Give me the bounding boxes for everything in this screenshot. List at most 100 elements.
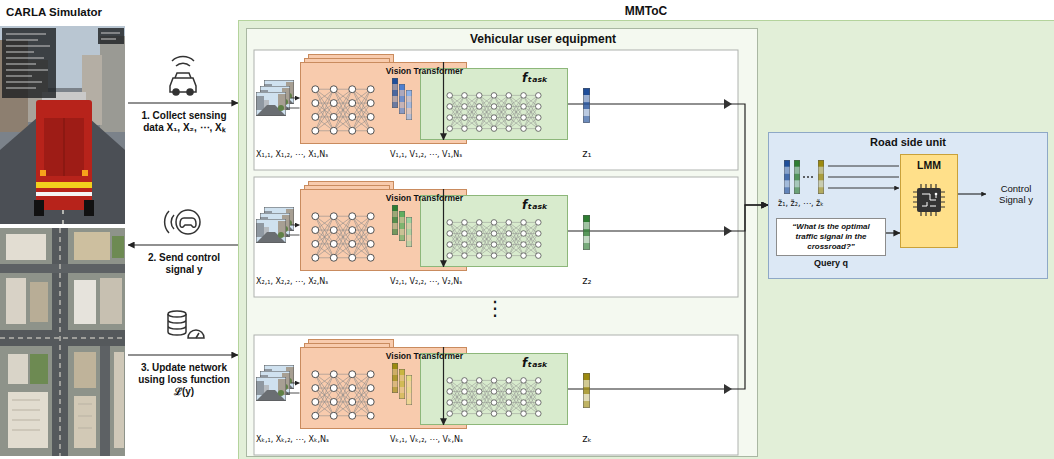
carla-screenshot xyxy=(98,28,124,44)
node-text: fₜₐₛₖ xyxy=(421,196,567,212)
connector xyxy=(443,347,444,425)
carla-screenshot xyxy=(42,92,86,106)
node-text: “What is the optimal traffic signal in t… xyxy=(776,218,886,256)
connector xyxy=(128,354,238,355)
chip-icon xyxy=(958,193,986,194)
chip-icon xyxy=(935,193,938,196)
row-panel xyxy=(254,50,738,455)
carla-map xyxy=(0,264,125,273)
link-icon xyxy=(173,89,179,95)
label: z̃₁, z̃₂, ⋯, z̃ₖ xyxy=(778,199,824,208)
chip-icon xyxy=(922,194,936,206)
query-box: “What is the optimal traffic signal in t… xyxy=(776,218,886,268)
carla-screenshot xyxy=(0,110,125,224)
link-icon xyxy=(196,333,199,338)
carla-map xyxy=(100,278,122,324)
node-text: MMToC xyxy=(238,0,1054,18)
carla-map xyxy=(74,232,110,260)
feature-vector xyxy=(406,217,412,247)
carla-map xyxy=(114,352,124,448)
carla-map xyxy=(74,352,96,388)
feature-vector xyxy=(406,375,412,405)
rsu-input-vectors xyxy=(807,176,809,178)
carla-map xyxy=(30,354,48,384)
label: Control Signal y xyxy=(988,183,1044,205)
feature-vector xyxy=(392,78,398,108)
carla-screenshot xyxy=(101,33,120,39)
link-icon xyxy=(165,57,204,338)
rsu-input-vectors xyxy=(784,160,899,194)
carla-screenshot xyxy=(34,200,44,216)
carla-screenshot xyxy=(36,182,92,188)
link-icon xyxy=(165,211,174,233)
link-icon xyxy=(176,210,200,234)
link-icon xyxy=(187,89,193,95)
row-panel xyxy=(254,335,738,455)
label: X₂,₁, X₂,₂, ⋯, X₂,Nₛ xyxy=(256,277,328,286)
carla-map xyxy=(6,278,26,324)
carla-screenshot xyxy=(64,118,65,176)
row-illustration xyxy=(256,80,732,134)
carla-map xyxy=(0,228,125,456)
label: V₁,₁, V₁,₂, ⋯, V₁,Nₛ xyxy=(390,150,462,159)
node-text: Vision Transformer xyxy=(301,63,466,76)
connector xyxy=(128,102,238,103)
carla-screenshot xyxy=(82,170,88,176)
rsu-input-vectors xyxy=(828,166,899,188)
feature-vector xyxy=(392,363,398,393)
connector xyxy=(568,205,768,231)
carla-map xyxy=(8,392,48,448)
node-text: Road side unit xyxy=(768,132,1048,148)
connector xyxy=(568,205,768,389)
link-icon xyxy=(180,218,196,227)
rsu-input-vectors xyxy=(784,160,790,194)
carla-screenshot xyxy=(62,112,64,224)
carla-map xyxy=(12,400,92,430)
connector xyxy=(443,189,444,267)
carla-map xyxy=(52,228,68,456)
feature-vector xyxy=(583,88,590,123)
label: z₂ xyxy=(574,275,600,286)
edge-label: 1. Collect sensing data X₁, X₂, ⋯, Xₖ xyxy=(134,110,234,134)
carla-screenshot xyxy=(0,40,28,132)
feature-vector xyxy=(406,90,412,120)
node-text: Vision Transformer xyxy=(301,190,466,203)
row-illustration xyxy=(256,207,732,261)
region-fill xyxy=(769,133,1048,279)
node-text: Vehicular user equipment xyxy=(246,28,758,46)
row-panel xyxy=(254,50,738,170)
node-text: CARLA Simulator xyxy=(0,0,128,18)
carla-map xyxy=(0,228,125,456)
region-fill xyxy=(239,21,1054,459)
rsu-input-vectors xyxy=(811,176,813,178)
edge-label: 3. Update network using loss function ℒ(… xyxy=(134,362,234,398)
carla-map xyxy=(0,228,125,456)
rsu-input-vectors xyxy=(803,176,805,178)
connector xyxy=(886,232,900,233)
chip-icon xyxy=(913,184,986,216)
carla-screenshot xyxy=(6,34,50,88)
node-text: fₜₐₛₖ xyxy=(421,69,567,85)
edge-label: 2. Send control signal y xyxy=(134,252,234,276)
connector xyxy=(443,62,444,140)
feature-vector xyxy=(392,205,398,235)
region-fill xyxy=(247,29,758,457)
carla-map xyxy=(100,346,110,456)
link-icon xyxy=(188,330,204,338)
row-panel xyxy=(254,177,738,297)
label: Vₖ,₁, Vₖ,₂, ⋯, Vₖ,Nₛ xyxy=(390,435,463,444)
feature-vector xyxy=(399,369,405,399)
carla-map xyxy=(74,280,96,324)
rsu-input-vectors xyxy=(818,160,824,194)
node-text: fₜₐₛₖ xyxy=(421,354,567,370)
carla-screenshot xyxy=(44,118,84,176)
feature-vector xyxy=(392,78,590,408)
chip-icon xyxy=(913,184,945,216)
link-icon xyxy=(175,73,191,78)
label: X₁,₁, X₁,₂, ⋯, X₁,Nₛ xyxy=(256,150,328,159)
carla-screenshot xyxy=(36,100,92,210)
carla-screenshot xyxy=(0,26,125,224)
link-icon xyxy=(172,57,194,66)
